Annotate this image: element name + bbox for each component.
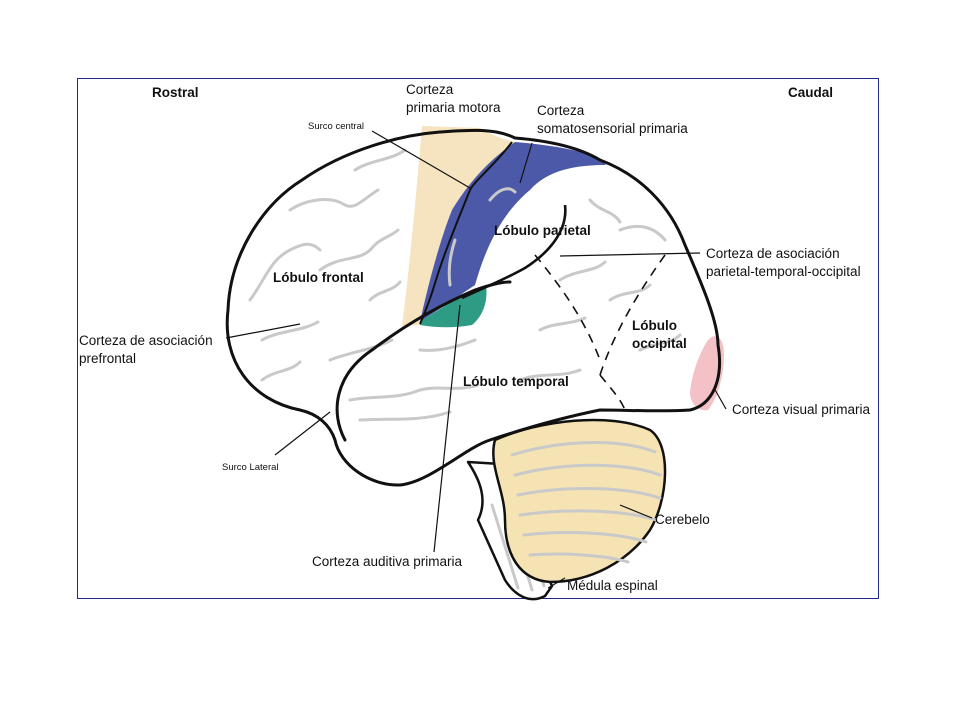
- somatosensory-cortex-label: Corteza somatosensorial primaria: [537, 103, 688, 136]
- temporal-lobe-label: Lóbulo temporal: [463, 374, 569, 389]
- prefrontal-association-label: Corteza de asociación prefrontal: [79, 333, 216, 366]
- temporal-lobe-outline: [335, 280, 512, 442]
- rostral-label: Rostral: [152, 85, 199, 100]
- cerebellum-label: Cerebelo: [655, 512, 710, 527]
- spinal-cord-label: Médula espinal: [567, 578, 658, 593]
- cerebrum-outline: [225, 128, 722, 487]
- visual-cortex-label: Corteza visual primaria: [732, 402, 871, 417]
- gyri-texture: [248, 148, 682, 422]
- frontal-lobe-label: Lóbulo frontal: [273, 270, 364, 285]
- motor-cortex-label: Corteza primaria motora: [406, 82, 501, 115]
- occipital-lobe-label: Lóbulo occipital: [632, 318, 687, 351]
- parietal-occipital-boundary: [599, 254, 666, 376]
- central-sulcus-label: Surco central: [308, 121, 364, 132]
- auditory-cortex-label: Corteza auditiva primaria: [312, 554, 463, 569]
- lateral-sulcus-label: Surco Lateral: [222, 462, 279, 473]
- temporal-occipital-boundary: [599, 374, 626, 411]
- central-sulcus-line: [419, 141, 513, 325]
- cerebellum: [492, 418, 667, 584]
- parietal-lobe-label: Lóbulo parietal: [494, 223, 591, 238]
- caudal-label: Caudal: [788, 85, 833, 100]
- motor-cortex-area: [402, 126, 515, 326]
- somatosensory-cortex-area: [420, 142, 606, 322]
- pto-association-label: Corteza de asociación parietal-temporal-…: [706, 246, 861, 279]
- leader-lines: [225, 130, 727, 589]
